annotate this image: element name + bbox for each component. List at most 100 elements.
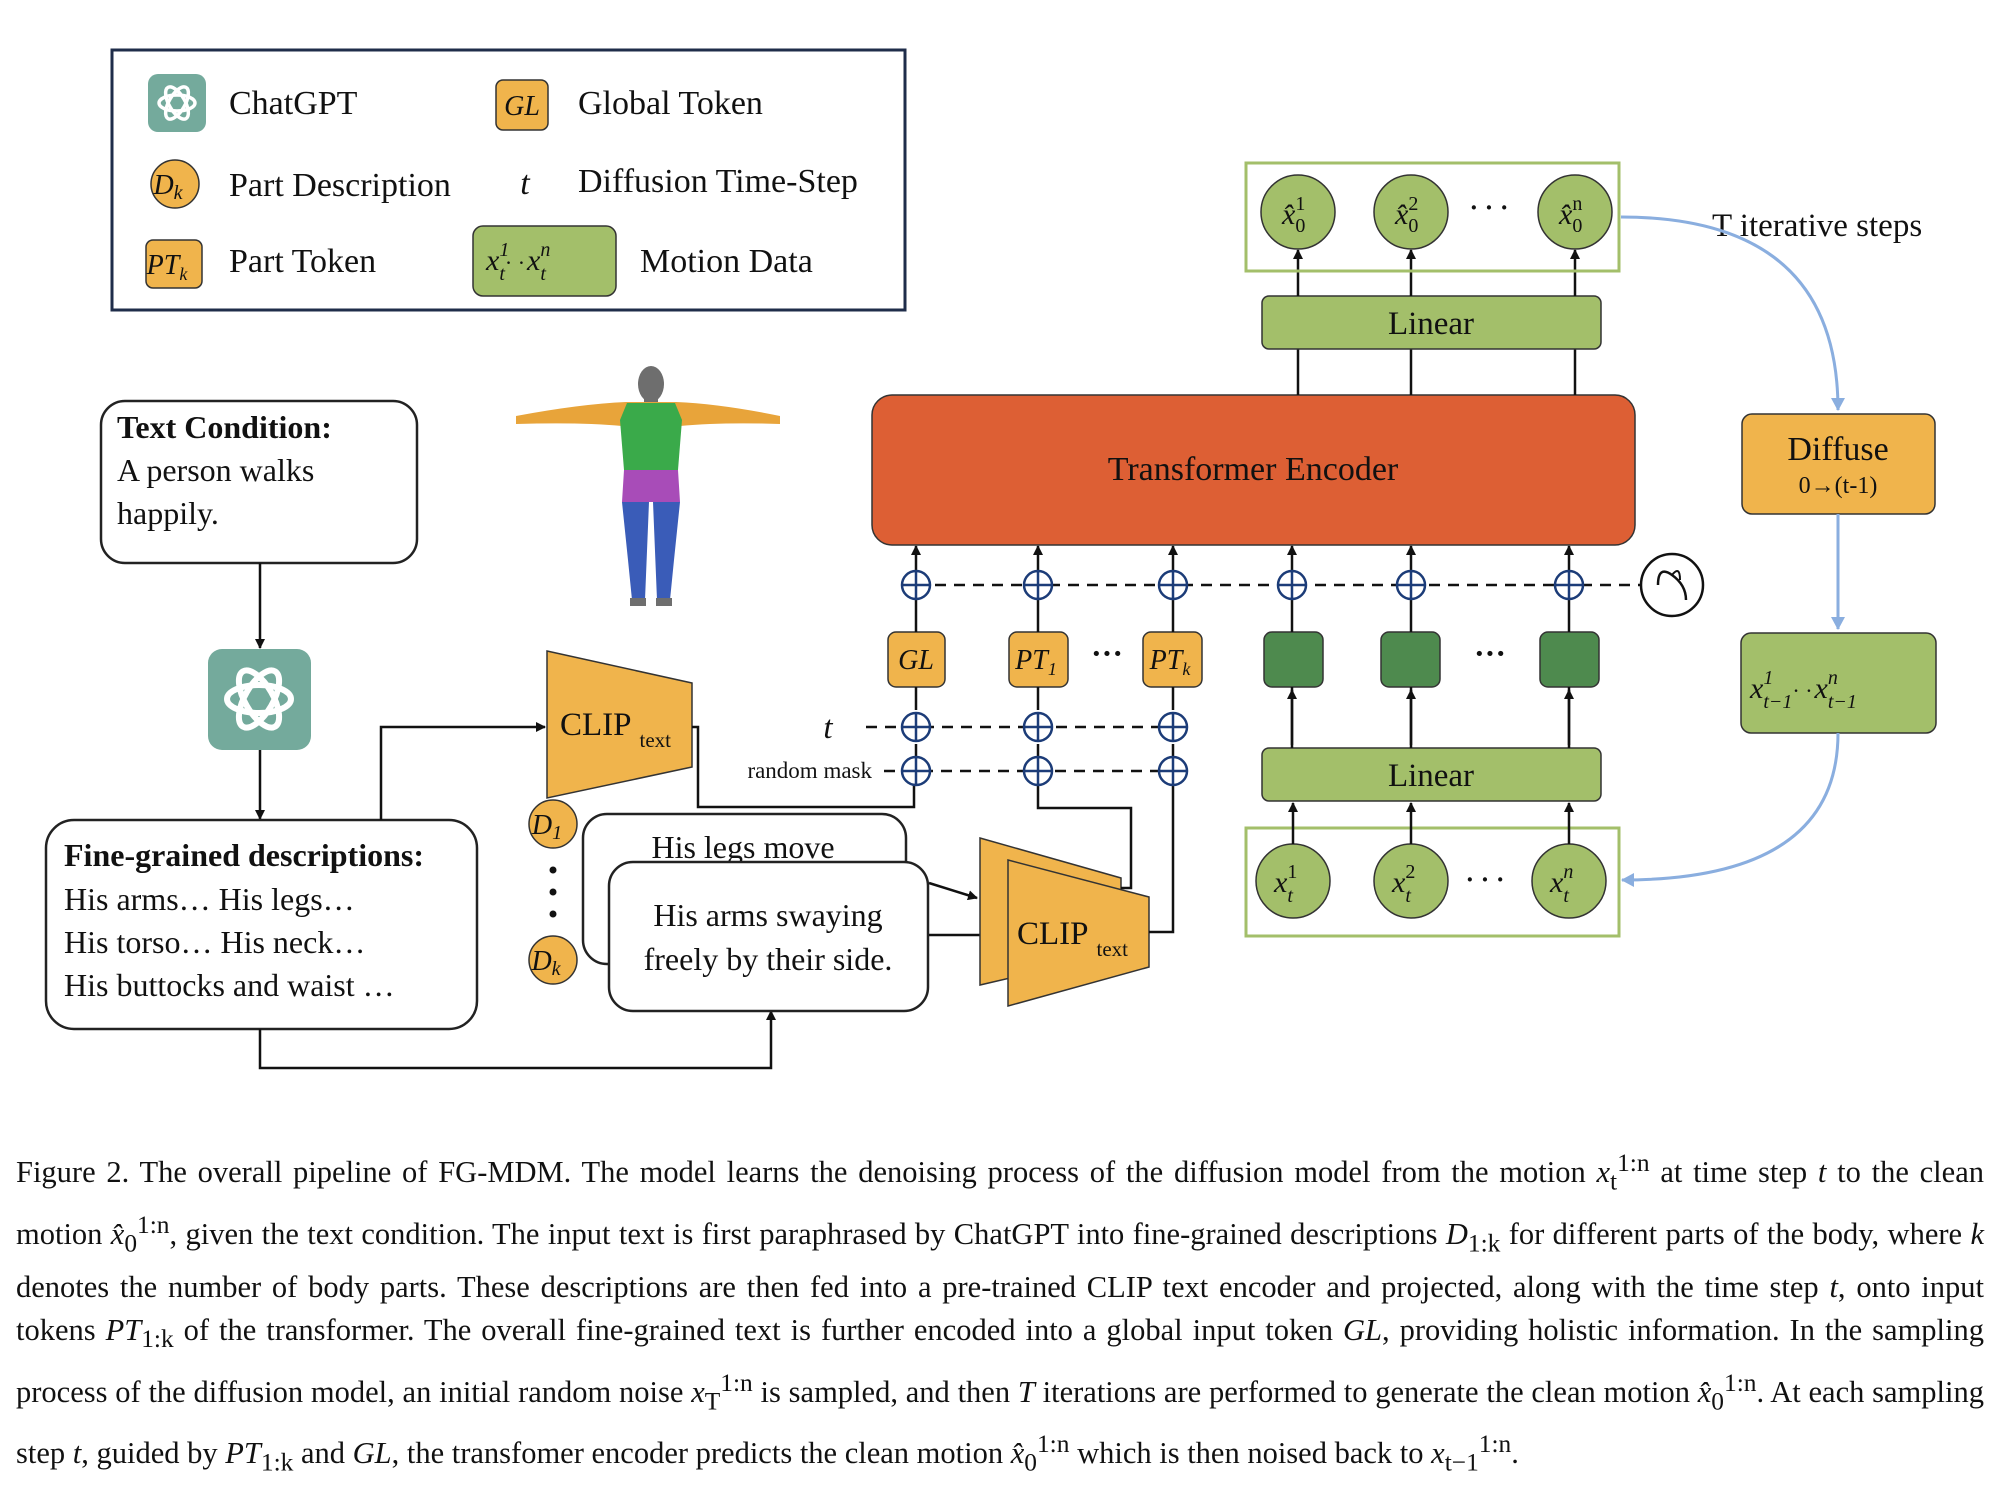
in-supn: n bbox=[1563, 861, 1573, 883]
caption-math-sub: 1:k bbox=[260, 1448, 294, 1477]
caption-text: , guided by bbox=[81, 1436, 226, 1471]
out-sup1: 1 bbox=[1295, 193, 1305, 215]
in-x2: x bbox=[1391, 866, 1406, 899]
caption-math-sup: 1:n bbox=[1478, 1430, 1512, 1459]
motion-embed-token-n bbox=[1539, 631, 1600, 688]
arrow-clip-to-ptk bbox=[1149, 771, 1175, 934]
linear-top: Linear bbox=[1261, 295, 1602, 350]
linear-bottom-to-embed-arrows bbox=[1287, 689, 1574, 748]
svg-text:x1t: x1t bbox=[1273, 861, 1297, 907]
in-dots: · · · bbox=[1465, 865, 1504, 894]
svg-text:PT1: PT1 bbox=[1014, 645, 1057, 679]
caption-math: x̂ bbox=[1010, 1436, 1025, 1471]
in-sub2: t bbox=[1405, 885, 1411, 907]
legend-pt-sub: k bbox=[179, 264, 188, 284]
pt1-symbol: PT bbox=[1014, 645, 1050, 676]
arrow-output-to-diffuse bbox=[1620, 215, 1845, 411]
caption-math: t bbox=[1829, 1269, 1838, 1304]
token-to-transformer-arrows bbox=[911, 545, 1574, 570]
legend-motion-sup1: 1 bbox=[499, 239, 509, 261]
out-sup2: 2 bbox=[1408, 193, 1418, 215]
xt1-supn: n bbox=[1828, 667, 1838, 689]
in-sup1: 1 bbox=[1287, 861, 1297, 883]
caption-text: . bbox=[1511, 1436, 1519, 1471]
plus-icon bbox=[1157, 755, 1189, 787]
plus-icon bbox=[1022, 711, 1054, 743]
gl-token: GL bbox=[887, 631, 946, 688]
figure-caption: Figure 2. The overall pipeline of FG-MDM… bbox=[16, 1142, 1984, 1485]
caption-text: , the transfomer encoder predicts the cl… bbox=[391, 1436, 1011, 1471]
legend-part-token-label: Part Token bbox=[229, 243, 376, 280]
diffuse-box: Diffuse 0→(t-1) bbox=[1741, 413, 1936, 515]
xt1-dots: · · bbox=[1792, 678, 1812, 703]
legend-dk-sub: k bbox=[174, 182, 184, 204]
svg-text:x̂20: x̂20 bbox=[1394, 193, 1418, 237]
legend-part-token-swatch bbox=[145, 239, 203, 289]
caption-math-sub: t bbox=[1610, 1167, 1618, 1196]
description-card-front: His arms swaying freely by their side. bbox=[607, 860, 930, 1013]
legend-motion-dots: · · bbox=[505, 250, 525, 275]
input-t-label: t bbox=[823, 710, 833, 746]
caption-math: D bbox=[1445, 1216, 1468, 1251]
caption-math: x bbox=[1596, 1155, 1611, 1190]
motion-embed-token-2 bbox=[1380, 631, 1441, 688]
in-sup2: 2 bbox=[1405, 861, 1415, 883]
fine-grained-title: Fine-grained descriptions: bbox=[64, 837, 424, 873]
description-back-text: His legs move bbox=[651, 829, 834, 865]
legend-motion-x2: x bbox=[526, 244, 541, 277]
caption-math-sup: 1:n bbox=[720, 1368, 753, 1397]
in-x1: x bbox=[1273, 866, 1288, 899]
dk-sub: k bbox=[552, 958, 562, 980]
caption-math-sub: 0 bbox=[1024, 1448, 1037, 1477]
text-condition-line1: A person walks bbox=[117, 452, 314, 488]
caption-math-sub: 1:k bbox=[141, 1325, 174, 1354]
caption-text: , given the text condition. The input te… bbox=[169, 1216, 1446, 1251]
xt1-subn: t−1 bbox=[1828, 691, 1857, 713]
legend-motion-data-swatch bbox=[472, 225, 617, 297]
caption-text: to the clean motion bbox=[16, 1155, 1984, 1251]
caption-math-sup: 1:n bbox=[1724, 1368, 1757, 1397]
chatgpt-icon bbox=[148, 74, 206, 132]
svg-text:x̂n0: x̂n0 bbox=[1558, 193, 1582, 237]
out-x2: x̂ bbox=[1394, 198, 1409, 231]
in-subn: t bbox=[1563, 885, 1569, 907]
caption-text: is sampled, and then bbox=[752, 1374, 1018, 1409]
description-front-line2: freely by their side. bbox=[644, 941, 893, 977]
legend-t-symbol: t bbox=[520, 165, 531, 202]
caption-text: and bbox=[293, 1436, 353, 1471]
text-condition-title: Text Condition: bbox=[117, 409, 332, 445]
caption-text: of the transformer. The overall fine-gra… bbox=[173, 1313, 1344, 1347]
caption-math: T bbox=[1017, 1374, 1035, 1409]
legend-global-token-label: Global Token bbox=[578, 85, 763, 122]
arrow-back-card-to-clip bbox=[928, 881, 978, 901]
ptk-sub: k bbox=[1182, 659, 1191, 679]
caption-math-sub: t−1 bbox=[1444, 1448, 1479, 1477]
fine-grained-box: Fine-grained descriptions: His arms… His… bbox=[44, 818, 479, 1031]
in-xn: x bbox=[1549, 866, 1564, 899]
caption-math-sup: 1:n bbox=[137, 1210, 170, 1239]
pt1-token: PT1 bbox=[1008, 631, 1069, 688]
legend-time-step-label: Diffusion Time-Step bbox=[578, 163, 858, 200]
caption-math-sub: 1:k bbox=[1467, 1229, 1501, 1257]
legend-motion-sub2: t bbox=[540, 263, 546, 285]
svg-text:x̂10: x̂10 bbox=[1281, 193, 1305, 237]
ptk-token: PTk bbox=[1142, 631, 1203, 688]
arrow-clip-to-pt1 bbox=[1036, 771, 1133, 890]
out-supn: n bbox=[1572, 193, 1582, 215]
xt1-xn: x bbox=[1814, 672, 1829, 705]
caption-text: , providing holistic information. In the… bbox=[16, 1313, 1984, 1409]
linear-bottom-label: Linear bbox=[1388, 758, 1474, 794]
caption-math: x̂ bbox=[1697, 1374, 1712, 1409]
plus-icon bbox=[1022, 755, 1054, 787]
caption-text: Figure 2. The overall pipeline of FG-MDM… bbox=[16, 1155, 1597, 1190]
caption-math-sup: 1:n bbox=[1617, 1149, 1650, 1177]
out-sub1: 0 bbox=[1295, 215, 1305, 237]
gl-token-label: GL bbox=[898, 645, 934, 676]
caption-math: PT bbox=[105, 1313, 142, 1347]
caption-math-sub: 0 bbox=[1711, 1386, 1724, 1415]
caption-math-sup: 1:n bbox=[1036, 1430, 1070, 1459]
text-condition-line2: happily. bbox=[117, 495, 219, 531]
caption-math: x̂ bbox=[110, 1216, 125, 1251]
